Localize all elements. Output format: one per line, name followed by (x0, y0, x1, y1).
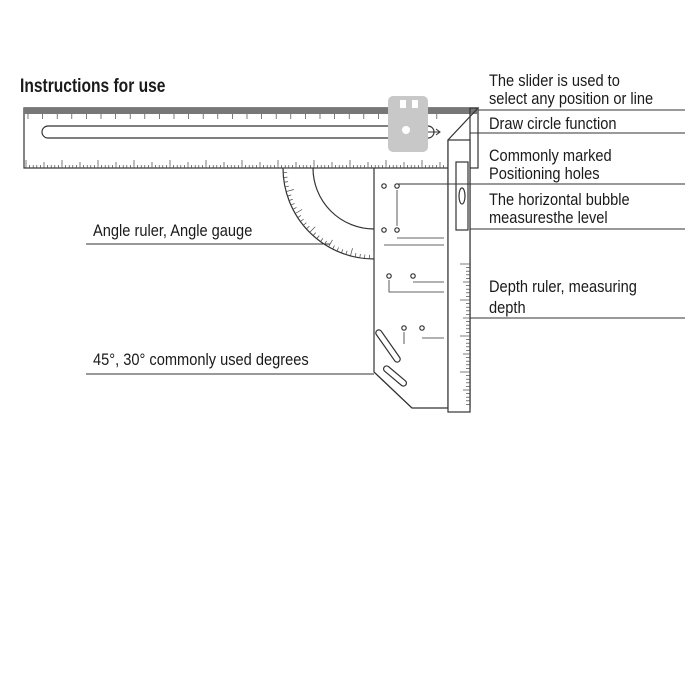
slider (388, 96, 428, 152)
bottom-chamfer (373, 371, 413, 409)
depth-bar (447, 139, 471, 413)
page-title: Instructions for use (20, 76, 166, 97)
tick (328, 239, 333, 247)
circle-point (428, 128, 441, 136)
protractor-inner-arc (312, 167, 375, 230)
tick (286, 189, 294, 192)
tick (320, 238, 324, 242)
tick (336, 247, 339, 252)
label-line: select any position or line (489, 89, 654, 108)
label-line: The horizontal bubble (489, 190, 630, 209)
tick (287, 194, 292, 197)
tick (288, 198, 293, 201)
label-line: Positioning holes (489, 164, 600, 183)
tick (290, 203, 295, 206)
positioning-holes (381, 183, 444, 344)
bubble-level (455, 161, 469, 231)
tick (300, 218, 304, 222)
label-slider: The slider is used to select any positio… (489, 72, 653, 108)
label-line: Depth ruler, measuring (489, 277, 637, 296)
tick (284, 185, 289, 188)
ruler-ticks (25, 114, 470, 405)
tick (312, 232, 317, 236)
tick (324, 240, 327, 245)
label-line: Commonly marked (489, 146, 612, 165)
tick (316, 235, 320, 239)
label-depth: Depth ruler, measuring depth (489, 276, 637, 318)
label-angle: Angle ruler, Angle gauge (93, 221, 253, 240)
angle-slot-45 (375, 329, 401, 363)
leader-lines (86, 109, 685, 375)
label-circle: Draw circle function (489, 114, 617, 133)
top-tick-band (24, 108, 478, 114)
tick (295, 209, 303, 214)
tick (284, 181, 289, 183)
tick (354, 253, 357, 258)
tick (297, 215, 302, 218)
tick (341, 249, 344, 254)
tick (303, 222, 307, 226)
label-line: depth (489, 298, 526, 317)
label-degrees: 45°, 30° commonly used degrees (93, 350, 309, 369)
tick (359, 253, 361, 258)
tick (332, 245, 335, 250)
tick (350, 248, 353, 256)
label-line: measuresthe level (489, 208, 608, 227)
tick (345, 250, 348, 255)
protractor-outer-arc (282, 167, 375, 260)
angle-slot-30 (382, 365, 408, 387)
bubble (458, 187, 466, 205)
tick (292, 207, 297, 210)
label-holes: Commonly marked Positioning holes (489, 147, 612, 183)
label-line: The slider is used to (489, 71, 620, 90)
tick (306, 225, 310, 230)
label-bubble: The horizontal bubble measuresthe level (489, 191, 630, 227)
tick (309, 226, 316, 233)
